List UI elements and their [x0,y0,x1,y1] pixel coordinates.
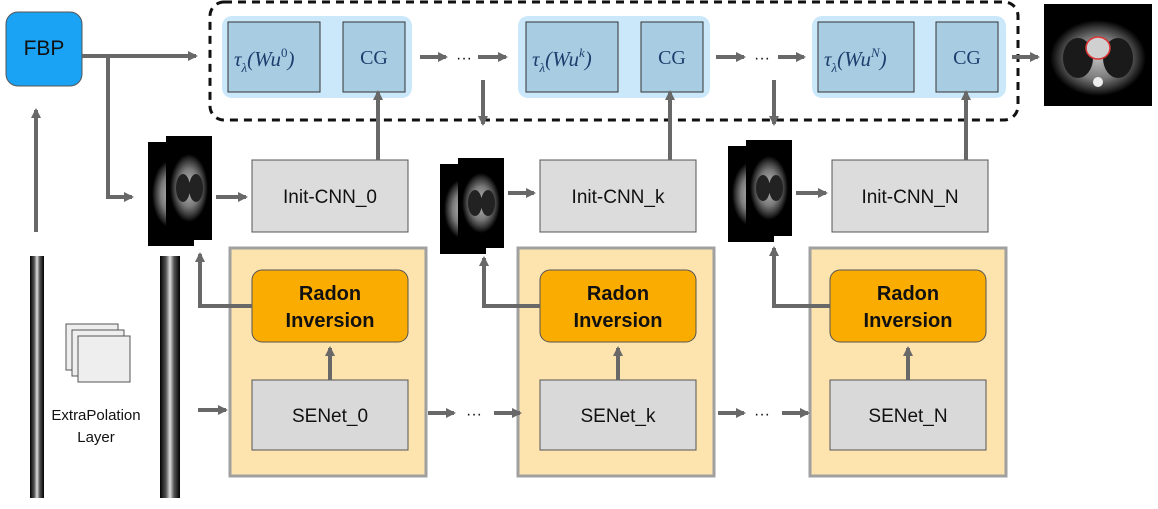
cg-0-box[interactable] [342,21,406,93]
extrapolation-layer-label-2: Layer [77,429,115,446]
ct-stack-k [440,158,504,254]
radon-inversion-N-line2: Inversion [864,310,953,332]
input-sinogram [30,256,44,498]
top-ellipsis-1: ··· [456,50,472,67]
radon-inversion-k-line1: Radon [587,283,649,305]
init-cnn-k-box[interactable] [539,159,697,233]
radon-inversion-N-line1: Radon [877,283,939,305]
regularizer-N-formula: τλ(WuN) [824,45,887,75]
fbp-label: FBP [24,37,65,60]
ct-stack-N [728,140,792,242]
radon-inversion-0-line2: Inversion [286,310,375,332]
extrapolation-layer-label-1: ExtraPolation [51,407,140,424]
regularizer-k-formula: τλ(Wuk) [532,45,592,75]
extrapolated-sinogram [160,256,180,498]
cg-N-label: CG [953,47,981,69]
iteration-frame [208,0,1020,122]
init-cnn-k-label: Init-CNN_k [572,187,665,208]
middle-flow-arrows [216,90,971,202]
top-flow-arrows [82,51,1040,202]
lower-flow-arrows [195,246,913,418]
senet-k-label: SENet_k [581,406,656,427]
senet-N-box[interactable] [829,379,987,451]
ct-stack-0 [148,136,212,246]
regularizer-0-box[interactable] [227,21,321,93]
cg-0-label: CG [360,47,388,69]
regularizer-N-box[interactable] [817,21,915,93]
bottom-ellipsis-1: ··· [466,406,482,423]
output-ct-image [1044,4,1152,106]
cg-k-box[interactable] [640,21,704,93]
regularizer-0-formula: τλ(Wu0) [234,45,295,75]
radon-inversion-0-line1: Radon [299,283,361,305]
init-cnn-0-label: Init-CNN_0 [283,187,377,208]
cg-N-box[interactable] [935,21,999,93]
radon-inversion-k-line2: Inversion [574,310,663,332]
extrapolation-layer-icon [65,323,131,383]
senet-N-label: SENet_N [868,406,947,427]
bottom-ellipsis-2: ··· [754,406,770,423]
regularizer-k-box[interactable] [525,21,619,93]
fbp-box[interactable] [5,11,83,87]
senet-k-box[interactable] [539,379,697,451]
init-cnn-N-box[interactable] [831,159,989,233]
senet-0-label: SENet_0 [292,406,368,427]
top-ellipsis-2: ··· [754,50,770,67]
init-cnn-0-box[interactable] [251,159,409,233]
cg-k-label: CG [658,47,686,69]
init-cnn-N-label: Init-CNN_N [861,187,958,208]
